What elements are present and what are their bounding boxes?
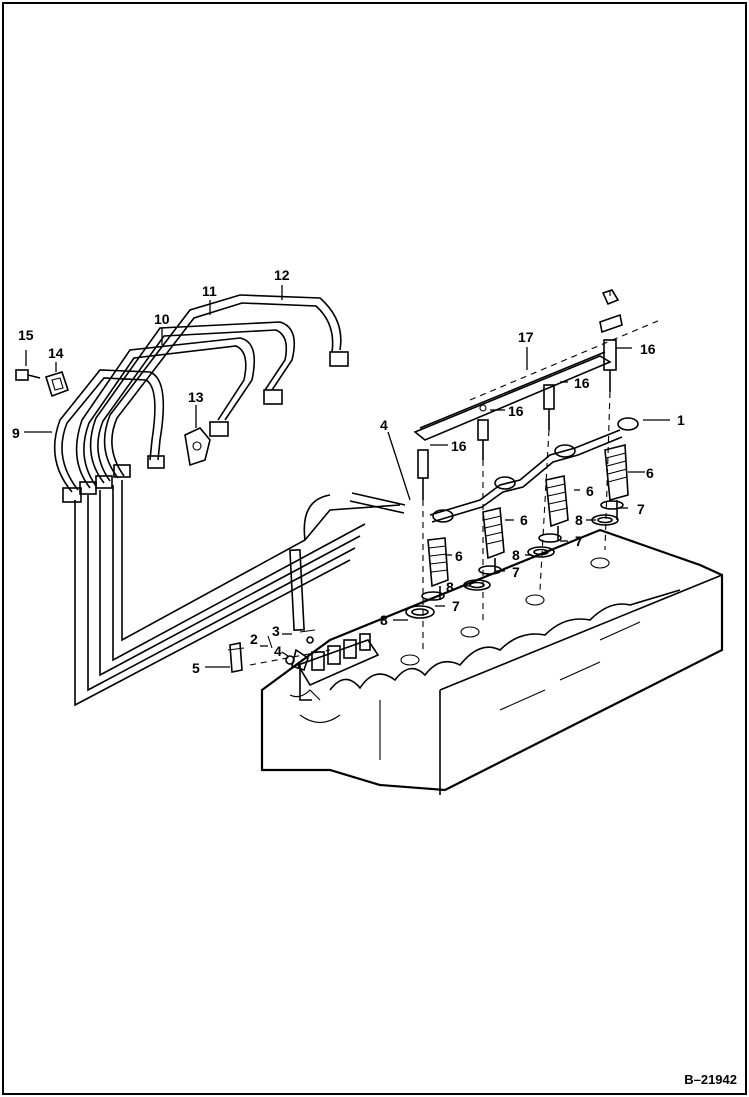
leak-off-pipe (429, 417, 639, 523)
pipe-routing (74, 480, 401, 707)
callout-1: 1 (677, 412, 685, 428)
cylinder-head (260, 528, 724, 795)
glow-plug-lead-plate (413, 351, 612, 441)
callout-6-a: 6 (455, 548, 463, 564)
injection-pump (289, 548, 380, 701)
callout-leaders (24, 285, 670, 668)
part-labels: 1 2 3 4 4 5 6 6 6 6 7 7 7 7 8 8 8 8 9 10… (12, 267, 685, 676)
callout-8-b: 8 (446, 579, 454, 595)
screw (15, 369, 41, 381)
callout-17: 17 (518, 329, 534, 345)
callout-10: 10 (154, 311, 170, 327)
callout-3: 3 (272, 623, 280, 639)
callout-16-c: 16 (574, 375, 590, 391)
callout-9: 9 (12, 425, 20, 441)
callout-12: 12 (274, 267, 290, 283)
callout-6-d: 6 (646, 465, 654, 481)
callout-7-c: 7 (575, 533, 583, 549)
glow-plugs (417, 289, 623, 500)
callout-7-a: 7 (452, 598, 460, 614)
callout-16-b: 16 (508, 403, 524, 419)
clip (44, 371, 70, 398)
callout-7-b: 7 (512, 564, 520, 580)
return-hose (349, 492, 406, 514)
pipe-clamp (184, 427, 211, 467)
figure-number: B–21942 (684, 1072, 737, 1087)
callout-16-a: 16 (451, 438, 467, 454)
callout-7-d: 7 (637, 501, 645, 517)
callout-4-fitting: 4 (274, 643, 282, 659)
callout-13: 13 (188, 389, 204, 405)
callout-6-c: 6 (586, 483, 594, 499)
callout-15: 15 (18, 327, 34, 343)
callout-8-d: 8 (575, 512, 583, 528)
callout-16-d: 16 (640, 341, 656, 357)
callout-8-a: 8 (380, 612, 388, 628)
callout-11: 11 (202, 283, 217, 299)
callout-14: 14 (48, 345, 64, 361)
callout-6-b: 6 (520, 512, 528, 528)
center-lines (249, 290, 661, 666)
injectors (405, 443, 629, 619)
callout-5: 5 (192, 660, 200, 676)
callout-4-hose: 4 (380, 417, 388, 433)
callout-8-c: 8 (512, 547, 520, 563)
injection-pipes (53, 294, 349, 503)
fittings (227, 629, 316, 673)
callout-2: 2 (250, 631, 258, 647)
